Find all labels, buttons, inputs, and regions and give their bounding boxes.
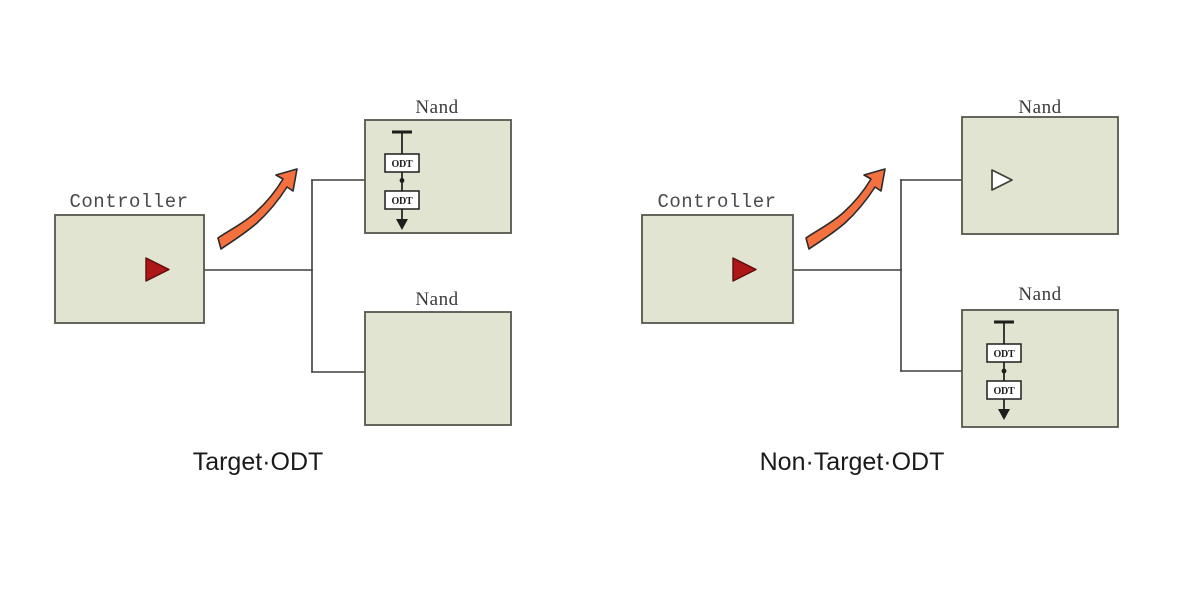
nand-label: Nand: [415, 289, 458, 310]
nand-label: Nand: [415, 97, 458, 118]
nand-box[interactable]: [961, 116, 1119, 235]
driver-triangle-icon: [145, 257, 170, 282]
panel-target-odt: Controller Nand ODT: [54, 97, 512, 476]
junction-dot-icon: [1001, 368, 1007, 374]
controller-block-left[interactable]: Controller: [54, 191, 205, 324]
odt-circuit: ODT ODT: [986, 320, 1022, 420]
junction-dot-icon: [399, 178, 405, 183]
receiver-triangle-icon: [991, 169, 1013, 191]
nand-block-top-left[interactable]: Nand ODT ODT: [364, 97, 512, 234]
odt-box-1-label: ODT: [391, 159, 413, 170]
ground-arrow-icon: [396, 219, 408, 230]
curved-arrow-icon: [805, 168, 886, 250]
nand-block-top-right[interactable]: Nand: [961, 97, 1119, 235]
odt-box-2-label: ODT: [993, 386, 1015, 397]
panel-caption-non-target-odt: Non·Target·ODT: [760, 448, 945, 476]
panel-non-target-odt: Controller Nand Nand ODT: [641, 97, 1119, 476]
odt-box-2-label: ODT: [391, 196, 413, 207]
curved-arrow-icon: [217, 168, 298, 250]
controller-box[interactable]: [54, 214, 205, 324]
panel-caption-target-odt: Target·ODT: [193, 448, 324, 476]
controller-label: Controller: [657, 191, 776, 213]
odt-box-1-label: ODT: [993, 349, 1015, 360]
odt-circuit: ODT ODT: [384, 130, 420, 230]
nand-block-bottom-right[interactable]: Nand ODT ODT: [961, 284, 1119, 428]
controller-block-right[interactable]: Controller: [641, 191, 794, 324]
driver-triangle-icon: [732, 257, 757, 282]
nand-block-bottom-left[interactable]: Nand: [364, 289, 512, 426]
controller-label: Controller: [69, 191, 188, 213]
nand-box[interactable]: [364, 311, 512, 426]
controller-box[interactable]: [641, 214, 794, 324]
nand-label: Nand: [1018, 284, 1061, 305]
ground-arrow-icon: [998, 409, 1010, 420]
nand-box[interactable]: [364, 119, 512, 234]
nand-box[interactable]: [961, 309, 1119, 428]
nand-label: Nand: [1018, 97, 1061, 118]
